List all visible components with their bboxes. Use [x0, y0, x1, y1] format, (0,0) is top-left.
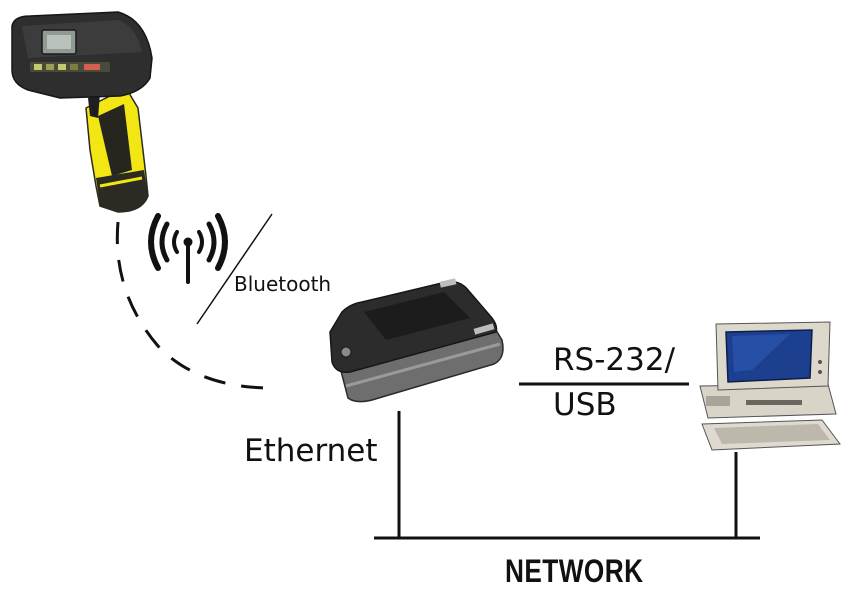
ethernet-label: Ethernet — [244, 433, 378, 469]
bluetooth-link-path — [115, 221, 273, 390]
serial-label-line1: RS-232/ — [553, 342, 676, 378]
wireless-antenna-icon — [148, 213, 228, 284]
bluetooth-label: Bluetooth — [234, 272, 332, 296]
handheld-barcode-scanner-icon — [11, 11, 153, 213]
network-label: NETWORK — [505, 553, 644, 589]
wireless-divider-line — [196, 213, 273, 325]
scanner-base-station-icon — [329, 278, 504, 403]
serial-label-line2: USB — [553, 387, 617, 423]
desktop-computer-icon — [699, 321, 841, 451]
